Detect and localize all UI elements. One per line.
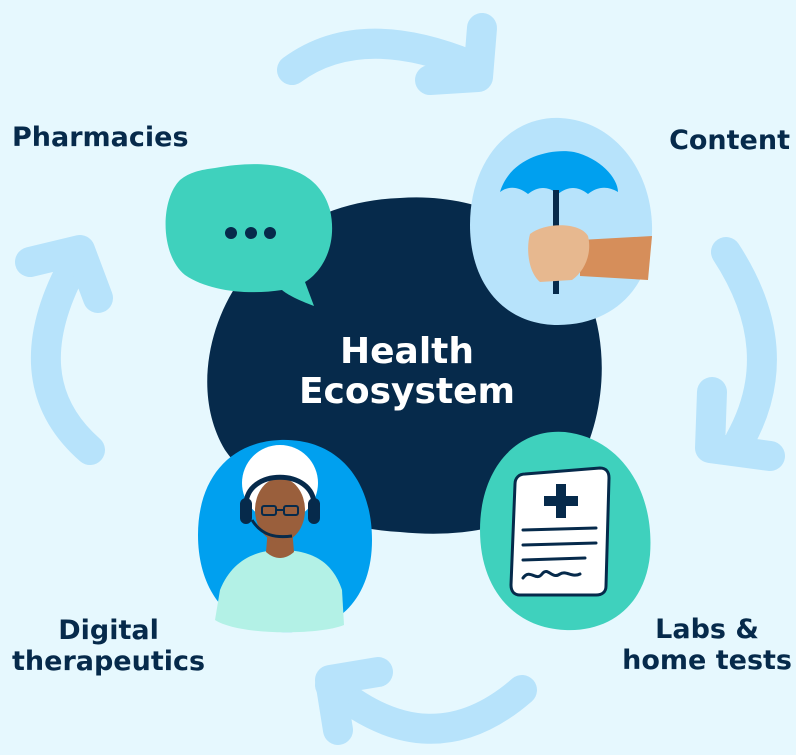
- label-pharmacies: Pharmacies: [12, 122, 189, 153]
- cycle-arrows: [15, 13, 785, 745]
- arrow-right-icon: [695, 237, 785, 471]
- arrow-left-icon: [15, 235, 113, 465]
- speech-bubble-icon: [165, 164, 333, 306]
- support-agent-icon: [198, 439, 372, 633]
- label-content-text: Content: [669, 125, 790, 156]
- arrow-top-icon: [277, 13, 497, 95]
- center-title-line2: Ecosystem: [298, 371, 516, 412]
- label-labs: Labs & home tests: [622, 614, 792, 676]
- medical-document-icon: [480, 431, 651, 631]
- label-content: Content: [669, 125, 790, 156]
- label-labs-line2: home tests: [622, 645, 792, 676]
- label-labs-line1: Labs &: [655, 614, 759, 645]
- center-title-line1: Health: [339, 331, 474, 372]
- label-digital: Digital therapeutics: [12, 615, 205, 677]
- label-digital-line2: therapeutics: [12, 646, 206, 677]
- center-title: Health Ecosystem: [262, 332, 552, 412]
- label-digital-line1: Digital: [58, 615, 159, 646]
- label-pharmacies-text: Pharmacies: [12, 122, 189, 153]
- arrow-bottom-icon: [315, 657, 537, 745]
- umbrella-icon: [470, 117, 653, 325]
